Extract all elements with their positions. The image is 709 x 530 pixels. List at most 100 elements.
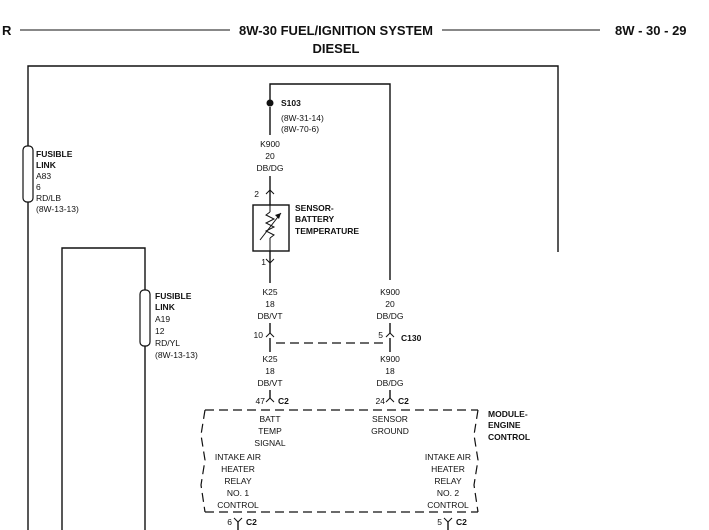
wire-k900-lower-gauge: 18 — [385, 366, 395, 376]
splice-s103-ref-1: (8W-31-14) — [281, 113, 324, 123]
module-boundary-left — [200, 409, 206, 513]
relay-no1-control-label-3: RELAY — [224, 476, 252, 486]
sensor-title-3: TEMPERATURE — [295, 226, 359, 236]
sensor-pin-2: 2 — [254, 189, 259, 199]
wire-k25-lower-label: K25 18 DB/VT — [257, 354, 282, 388]
relay-no2-control-label-1: INTAKE AIR — [425, 452, 471, 462]
wire-k25-lower-color: DB/VT — [257, 378, 282, 388]
c130-pin-5-terminal — [385, 332, 395, 338]
sensor-ground-label-1: SENSOR — [372, 414, 408, 424]
fusible-link-a83-ref: (8W-13-13) — [36, 204, 79, 214]
connector-c2-top: 47 C2 24 C2 — [256, 396, 410, 406]
relay-no2-control-label-2: HEATER — [431, 464, 465, 474]
thermistor-arrow-head-icon — [275, 213, 281, 219]
wire-k900-top-color: DB/DG — [257, 163, 284, 173]
relay-no2-control-label-4: NO. 2 — [437, 488, 459, 498]
splice-s103-ref-2: (8W-70-6) — [281, 124, 319, 134]
fusible-link-a83-id: A83 — [36, 171, 51, 181]
page-title: 8W-30 FUEL/IGNITION SYSTEM — [239, 23, 433, 38]
fusible-link-a19-title-1: FUSIBLE — [155, 291, 192, 301]
batt-temp-signal-label-1: BATT — [259, 414, 280, 424]
page-header: R 8W-30 FUEL/IGNITION SYSTEM 8W - 30 - 2… — [2, 23, 687, 56]
header-left-fragment: R — [2, 23, 12, 38]
module-boundary-right — [473, 409, 479, 513]
wire-k900-upper-gauge: 20 — [385, 299, 395, 309]
wire-k25-upper-circuit: K25 — [262, 287, 277, 297]
wire-k900-upper-label: K900 20 DB/DG — [377, 287, 404, 321]
fusible-link-a19-color: RD/YL — [155, 338, 180, 348]
sensor-title-2: BATTERY — [295, 214, 335, 224]
fusible-link-a83-title-2: LINK — [36, 160, 57, 170]
c2-pin-5: 5 — [437, 517, 442, 527]
c2-pin-24-terminal — [385, 397, 395, 403]
splice-s103-dot — [266, 99, 274, 107]
module-title-1: MODULE- — [488, 409, 528, 419]
c2-pin-5-terminal — [443, 517, 453, 523]
splice-s103-id: S103 — [281, 98, 301, 108]
fusible-link-a19-title-2: LINK — [155, 302, 176, 312]
c130-pin-5: 5 — [378, 330, 383, 340]
connector-c2-bottom: 6 C2 5 C2 — [227, 517, 467, 530]
fusible-link-a83-color: RD/LB — [36, 193, 61, 203]
relay-no1-control-label-5: CONTROL — [217, 500, 259, 510]
relay-no1-control-label-4: NO. 1 — [227, 488, 249, 498]
relay-no1-control-label-2: HEATER — [221, 464, 255, 474]
c2-pin-24: 24 — [376, 396, 386, 406]
module-title-3: CONTROL — [488, 432, 530, 442]
thermistor-resistor-icon — [264, 211, 276, 239]
wire-k25-lower-circuit: K25 — [262, 354, 277, 364]
c2-top-left-id: C2 — [278, 396, 289, 406]
splice-s103: S103 (8W-31-14) (8W-70-6) — [266, 83, 391, 280]
wire-k25-upper-gauge: 18 — [265, 299, 275, 309]
wire-k900-upper-circuit: K900 — [380, 287, 400, 297]
connector-c130: 10 5 C130 — [254, 330, 422, 352]
c130-id: C130 — [401, 333, 422, 343]
fusible-link-a83-title-1: FUSIBLE — [36, 149, 73, 159]
page-reference: 8W - 30 - 29 — [615, 23, 687, 38]
fusible-link-a19-ref: (8W-13-13) — [155, 350, 198, 360]
wire-k900-top-circuit: K900 — [260, 139, 280, 149]
c2-pin-6: 6 — [227, 517, 232, 527]
k900-splice-to-c130-wire — [269, 83, 391, 280]
fusible-link-a19: FUSIBLE LINK A19 12 RD/YL (8W-13-13) — [139, 289, 198, 360]
relay-no2-control-label-3: RELAY — [434, 476, 462, 486]
sensor-pin-1: 1 — [261, 257, 266, 267]
fusible-link-a19-feed-wire — [61, 247, 146, 530]
module-engine-control: MODULE- ENGINE CONTROL BATT TEMP SIGNAL … — [200, 409, 530, 513]
wire-k900-lower-label: K900 18 DB/DG — [377, 354, 404, 388]
fusible-link-a83-symbol — [22, 145, 34, 203]
wire-k900-lower-color: DB/DG — [377, 378, 404, 388]
c130-pin-10-terminal — [265, 332, 275, 338]
wire-k25-upper-label: K25 18 DB/VT — [257, 287, 282, 321]
relay-no1-control-label-1: INTAKE AIR — [215, 452, 261, 462]
fusible-link-a19-id: A19 — [155, 314, 170, 324]
wire-k900-top-gauge: 20 — [265, 151, 275, 161]
fusible-link-a83: FUSIBLE LINK A83 6 RD/LB (8W-13-13) — [22, 145, 79, 214]
wire-k25-lower-gauge: 18 — [265, 366, 275, 376]
sensor-pin-2-terminal — [265, 189, 275, 195]
c2-bottom-left-id: C2 — [246, 517, 257, 527]
module-title-2: ENGINE — [488, 420, 521, 430]
page-subtitle: DIESEL — [313, 41, 360, 56]
fusible-link-a19-gauge: 12 — [155, 326, 165, 336]
sensor-battery-temperature: 2 SENSOR- BATTERY TEMPERATURE 1 — [252, 189, 359, 267]
c130-pin-10: 10 — [254, 330, 264, 340]
c2-pin-6-terminal — [233, 517, 243, 523]
c2-pin-47-terminal — [265, 397, 275, 403]
wire-k900-top-label: K900 20 DB/DG — [257, 139, 284, 173]
c2-bottom-right-id: C2 — [456, 517, 467, 527]
relay-no2-control-label-5: CONTROL — [427, 500, 469, 510]
sensor-ground-label-2: GROUND — [371, 426, 409, 436]
fusible-link-a19-symbol — [139, 289, 151, 347]
wire-k900-lower-circuit: K900 — [380, 354, 400, 364]
batt-temp-signal-label-2: TEMP — [258, 426, 282, 436]
c2-pin-47: 47 — [256, 396, 266, 406]
frame-wire — [27, 65, 559, 530]
sensor-title-1: SENSOR- — [295, 203, 334, 213]
wire-k25-upper-color: DB/VT — [257, 311, 282, 321]
wire-k900-upper-color: DB/DG — [377, 311, 404, 321]
batt-temp-signal-label-3: SIGNAL — [254, 438, 285, 448]
fusible-link-a83-gauge: 6 — [36, 182, 41, 192]
c2-top-right-id: C2 — [398, 396, 409, 406]
